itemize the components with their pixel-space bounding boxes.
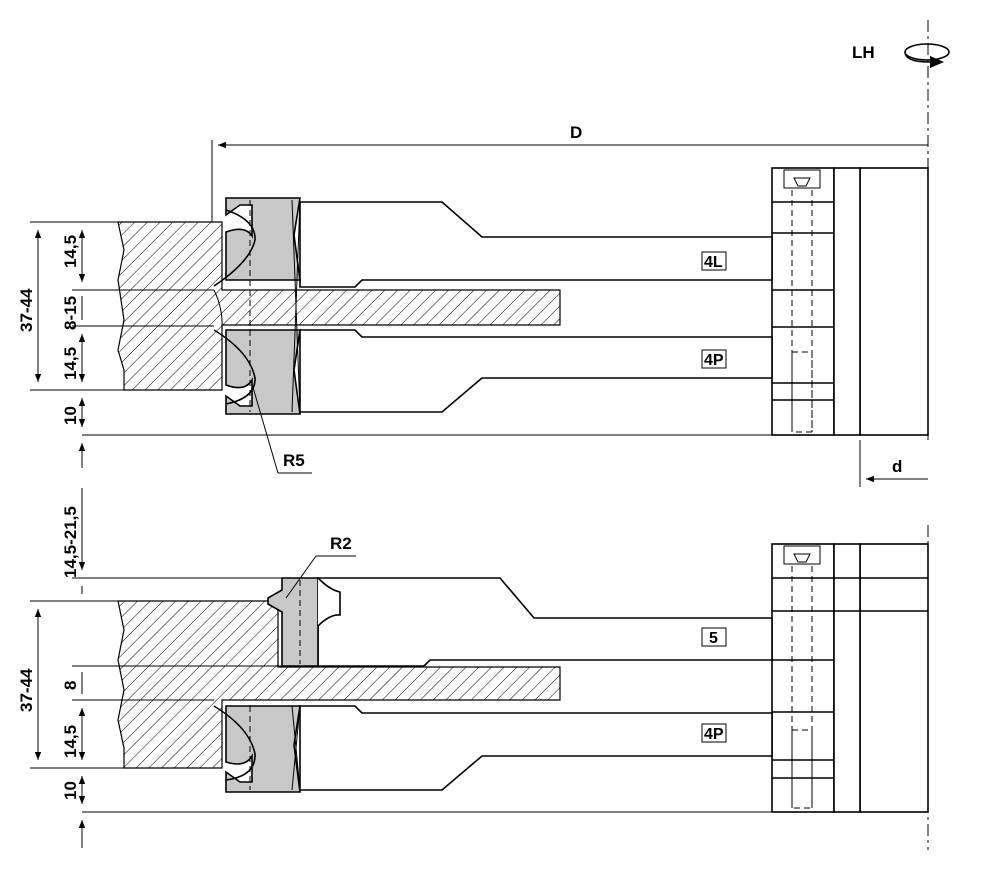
top-hub-screw bbox=[783, 169, 821, 433]
label-4P-top: 4P bbox=[704, 352, 724, 369]
dim-top-lower: 14,5 bbox=[61, 347, 80, 380]
bottom-workpiece bbox=[117, 600, 561, 769]
dim-top-base: 10 bbox=[61, 406, 80, 425]
label-R5: R5 bbox=[283, 451, 305, 470]
top-knife-lower bbox=[225, 329, 301, 415]
dim-d-label: d bbox=[892, 457, 902, 476]
dim-bottom-total: 37-44 bbox=[17, 668, 36, 712]
top-hub-body bbox=[859, 167, 929, 436]
rotation-label: LH bbox=[852, 43, 875, 62]
dim-D-label: D bbox=[570, 123, 582, 142]
label-4L-top: 4L bbox=[704, 254, 723, 271]
dim-bottom-middle: 8 bbox=[61, 681, 80, 690]
bottom-hub-screw bbox=[783, 545, 821, 809]
cutter-body-4P-bottom bbox=[299, 705, 773, 791]
bottom-assembly: R2 5 4P bbox=[82, 534, 929, 813]
label-R2: R2 bbox=[330, 534, 352, 553]
label-4P-bottom: 4P bbox=[704, 726, 724, 743]
dim-top-upper: 14,5 bbox=[61, 235, 80, 268]
top-hub-step bbox=[833, 167, 861, 436]
dim-top-total: 37-44 bbox=[17, 288, 36, 332]
dim-bottom-base: 10 bbox=[61, 781, 80, 800]
bottom-knife-lower bbox=[225, 705, 301, 793]
label-5: 5 bbox=[709, 630, 718, 647]
dimension-D: D bbox=[211, 123, 928, 290]
bottom-dimension-chain: 14,5-21,5 37-44 8 14,5 10 bbox=[17, 488, 282, 848]
top-hub-ring bbox=[771, 167, 835, 436]
top-workpiece bbox=[117, 221, 561, 391]
counter-clockwise-rotation-icon bbox=[904, 43, 950, 68]
bottom-hub-step bbox=[833, 543, 861, 813]
bottom-hub-body bbox=[859, 543, 929, 813]
dim-bottom-top: 14,5-21,5 bbox=[61, 506, 80, 578]
dim-bottom-lower: 14,5 bbox=[61, 725, 80, 758]
bottom-hub-ring bbox=[771, 543, 835, 813]
dim-top-middle: 8-15 bbox=[61, 296, 80, 330]
cutter-body-4L bbox=[299, 201, 773, 288]
cutter-body-5 bbox=[317, 577, 773, 667]
top-assembly: 4L 4P R5 d bbox=[82, 167, 929, 487]
cutter-body-4P bbox=[299, 329, 773, 413]
top-dimension-chain: 37-44 14,5 8-15 14,5 10 bbox=[17, 221, 214, 468]
